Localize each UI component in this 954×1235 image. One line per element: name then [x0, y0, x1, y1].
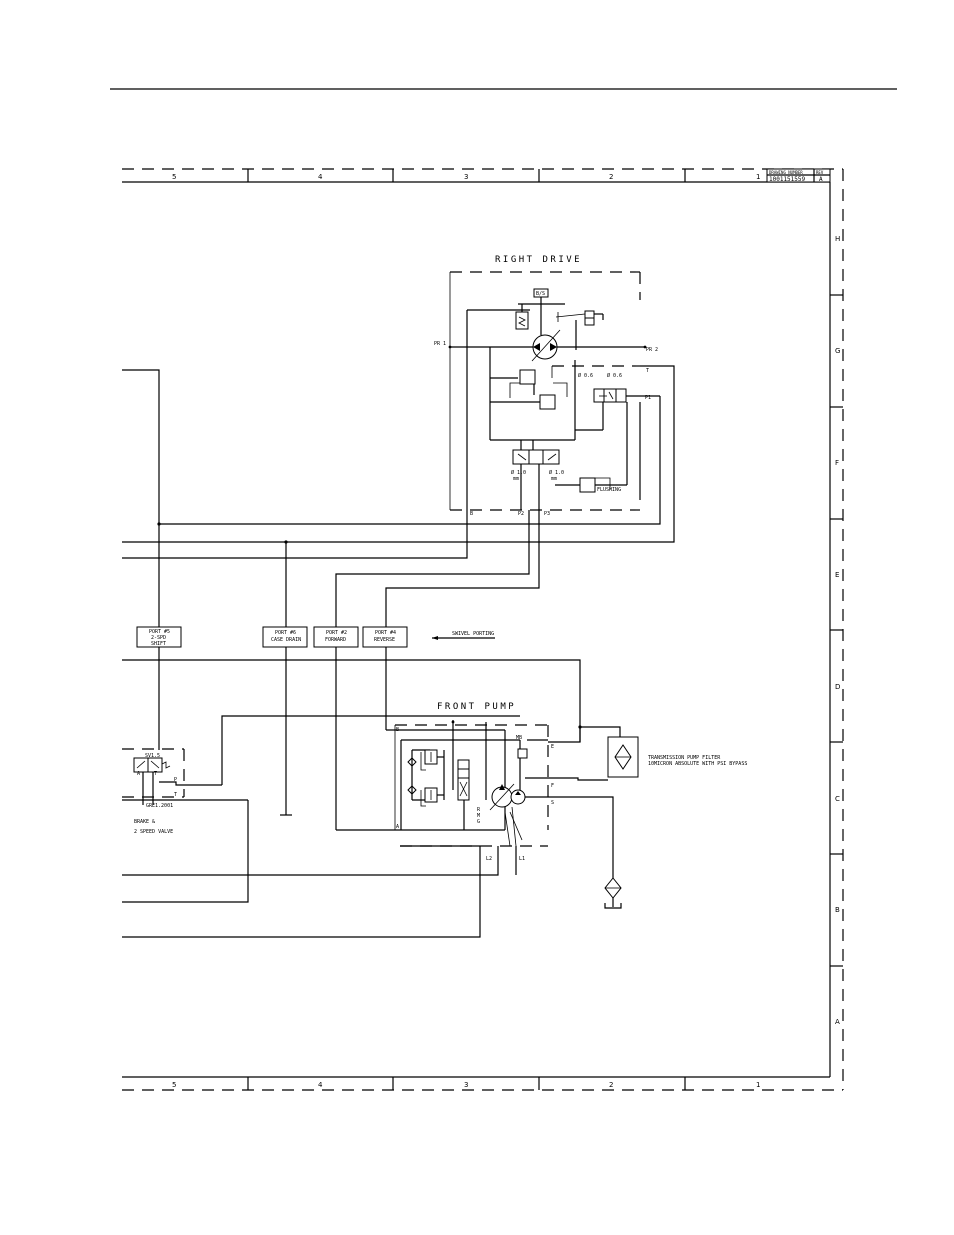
shuttle-valve: [593, 388, 605, 403]
fp-port-m: M: [477, 813, 480, 819]
swivel-label: SWIVEL PORTING: [452, 631, 494, 637]
port-4-box: [362, 626, 408, 648]
orifice-unit: mm: [513, 476, 519, 482]
orifice-label: Ø 0.6: [578, 372, 593, 379]
t-label: T: [646, 368, 649, 374]
brake-label-1: BRAKE &: [134, 819, 155, 825]
row-label: E: [835, 571, 839, 579]
port-2-sub: FORWARD: [325, 637, 346, 643]
title-block-header: DRAWING NUMBER: [769, 170, 803, 175]
fp-port-mb: MB: [516, 735, 522, 741]
relief-valve: [519, 369, 536, 385]
brake-port-p: P: [174, 777, 177, 783]
fp-port-e: E: [551, 744, 554, 750]
front-pump-title: FRONT PUMP: [437, 702, 516, 712]
front-pump-assembly: FRONT PUMP B A MB E F S L1 L2 R M G: [336, 702, 554, 862]
col-label-bottom: 1: [756, 1081, 760, 1089]
transmission-filter: [607, 736, 639, 778]
relief-valve: [539, 394, 556, 410]
port-5-sub: 2-SPD: [151, 635, 166, 641]
row-label: H: [835, 235, 840, 243]
row-label: G: [835, 347, 840, 355]
port-5-sub2: SHIFT: [151, 641, 166, 647]
port-6-box: [262, 626, 308, 648]
brake-valve-assembly: SV1.5 P T A T GRE1.2001 BRAKE & 2 SPEED …: [122, 748, 249, 903]
col-label-top: 5: [172, 173, 176, 181]
port-4-label: PORT #4: [375, 630, 396, 636]
fp-port-s: S: [551, 800, 554, 806]
col-label-top: 1: [756, 173, 760, 181]
fp-port-r: R: [477, 807, 481, 813]
right-drive-title: RIGHT DRIVE: [495, 255, 582, 265]
orifice-label: Ø 0.6: [607, 372, 622, 379]
brake-valve-tag: SV1.5: [145, 753, 160, 759]
brake-port-tt: T: [154, 771, 157, 777]
revision: A: [819, 176, 823, 183]
pr2-label: PR 2: [646, 347, 658, 353]
row-label: B: [835, 906, 840, 914]
port-2-box: [313, 626, 359, 648]
hose-lines: [122, 365, 675, 830]
flushing-label: FLUSHING: [597, 487, 621, 493]
control-valve: [457, 759, 470, 770]
port-labels: PORT #5 2-SPD SHIFT PORT #6 CASE DRAIN P…: [136, 626, 495, 648]
brake-tag-label: B/S: [536, 291, 545, 297]
col-label-bottom: 3: [464, 1081, 468, 1089]
right-drive-assembly: RIGHT DRIVE PR 1 PR 2 B/S: [434, 255, 660, 517]
pr1-label: PR 1: [434, 341, 446, 347]
port-5-box: [136, 626, 182, 648]
row-label: D: [835, 683, 840, 691]
port-p2-label: P2: [518, 511, 524, 517]
fp-port-a: A: [396, 824, 399, 830]
fp-port-f: F: [551, 783, 554, 789]
fp-port-l2: L2: [486, 856, 492, 862]
col-label-bottom: 2: [609, 1081, 613, 1089]
port-6-label: PORT #6: [275, 630, 296, 636]
port-4-sub: REVERSE: [374, 637, 395, 643]
row-label: A: [835, 1018, 840, 1026]
filter-circuit: TRANSMISSION PUMP FILTER 10MICRON ABSOLU…: [548, 725, 747, 909]
drawing-number: 1001151559: [769, 176, 806, 183]
orifice-unit: mm: [551, 476, 557, 482]
port-p3-label: P3: [544, 511, 550, 517]
col-label-top: 2: [609, 173, 613, 181]
col-label-bottom: 5: [172, 1081, 176, 1089]
brake-part-number: GRE1.2001: [146, 803, 173, 809]
port-b-label: B: [470, 511, 473, 517]
orifice-label: Ø 1.0: [511, 469, 526, 476]
fp-port-l1: L1: [519, 856, 525, 862]
drawing-frame: [122, 168, 844, 1091]
charge-relief: [517, 748, 528, 759]
col-label-bottom: 4: [318, 1081, 323, 1089]
flushing-valve: [579, 477, 596, 493]
filter-note-2: 10MICRON ABSOLUTE WITH PSI BYPASS: [648, 761, 747, 767]
directional-valve: [512, 449, 530, 465]
row-label: F: [835, 459, 839, 467]
brake-port-t: T: [174, 792, 177, 798]
orifice-label: Ø 1.0: [549, 469, 564, 476]
lower-lines: [122, 845, 517, 938]
col-label-top: 3: [464, 173, 468, 181]
row-label: C: [835, 795, 840, 803]
port-6-sub: CASE DRAIN: [271, 637, 301, 643]
brake-label-2: 2 SPEED VALVE: [134, 829, 173, 835]
col-label-top: 4: [318, 173, 323, 181]
fp-port-g: G: [477, 819, 480, 825]
port-2-label: PORT #2: [326, 630, 347, 636]
title-block-rev-header: REV: [816, 170, 824, 175]
port-5-label: PORT #5: [149, 629, 170, 635]
brake-port-a: A: [137, 771, 140, 777]
filter-note-1: TRANSMISSION PUMP FILTER: [648, 755, 721, 761]
p1-label: P1: [645, 395, 651, 401]
zone-labels: 5 4 3 2 1 5 4 3 2 1 H G F E D C B A DRAW…: [172, 170, 840, 1089]
